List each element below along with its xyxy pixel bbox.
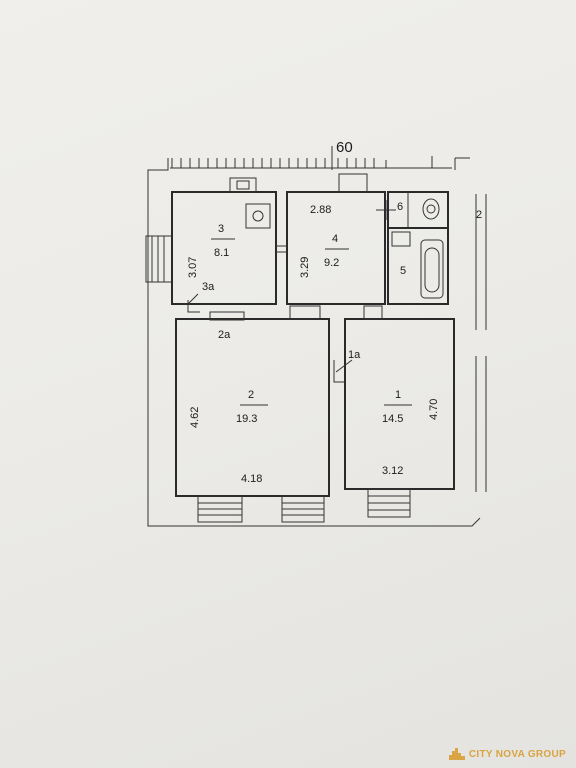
- door-tag-1a: 1а: [348, 349, 361, 361]
- edge-mark: 2: [476, 209, 482, 221]
- room-4-width: 2.88: [310, 204, 331, 216]
- room-3-number: 3: [218, 223, 224, 235]
- room-2: 2а 2 19.3 4.62 4.18: [175, 311, 330, 497]
- room-3-width: 3.07: [187, 257, 199, 278]
- room-3-area: 8.1: [214, 247, 229, 259]
- room-5-number: 5: [400, 265, 406, 277]
- city-skyline-icon: [448, 748, 465, 760]
- room-4-area: 9.2: [324, 257, 339, 269]
- watermark-text: CITY NOVA GROUP: [468, 748, 566, 760]
- bathroom-block: 6 5: [387, 191, 449, 305]
- room-1-width: 3.12: [382, 465, 403, 477]
- street-number: 60: [336, 139, 353, 156]
- room-1-number: 1: [395, 389, 401, 401]
- door-tag-2a: 2а: [218, 329, 231, 341]
- room-3: 3 8.1 3.07 3а: [171, 177, 277, 313]
- room-4-number: 4: [332, 233, 338, 245]
- room-2-area: 19.3: [236, 413, 257, 425]
- room-4-length: 3.29: [299, 257, 311, 278]
- room-4: 2.88 4 9.2 3.29: [276, 173, 396, 305]
- room-6-number: 6: [397, 201, 403, 213]
- room-1-length: 4.70: [428, 399, 440, 420]
- bottom-steps: [197, 488, 411, 523]
- room-1-area: 14.5: [382, 413, 403, 425]
- room-1: 1а 1 14.5 4.70 3.12: [289, 305, 455, 490]
- right-exterior: 2: [475, 194, 487, 492]
- door-tag-3a: 3а: [202, 281, 215, 293]
- top-outer-wall: [170, 146, 470, 170]
- room-2-width: 4.18: [241, 473, 262, 485]
- room-2-length: 4.62: [189, 407, 201, 428]
- outer-boundary: [147, 158, 481, 527]
- room-2-number: 2: [248, 389, 254, 401]
- brand-watermark: CITY NOVA GROUP: [448, 748, 566, 760]
- staircase-left: [145, 235, 173, 283]
